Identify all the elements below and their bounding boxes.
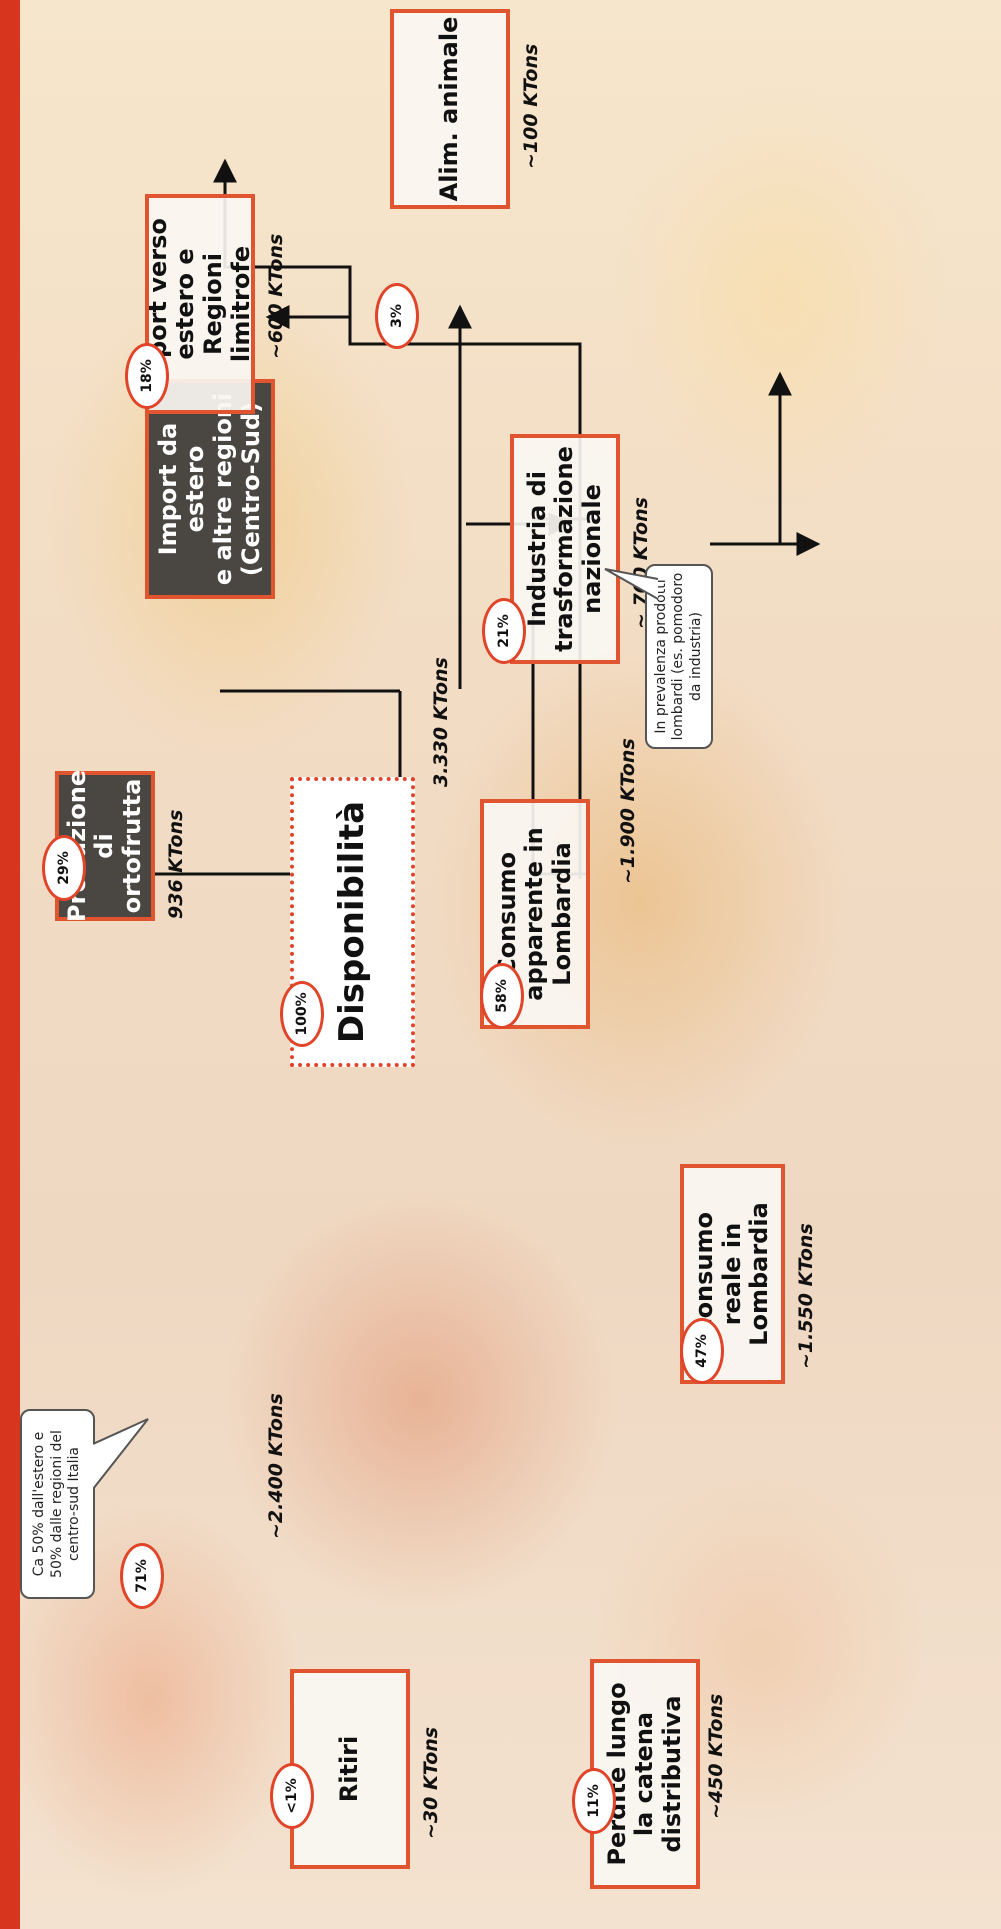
note-import: Ca 50% dall'estero e 50% dalle regioni d…: [20, 1409, 95, 1599]
qty-ritiri: ~30 KTons: [420, 1726, 442, 1839]
node-alim-label: Alim. animale: [435, 16, 464, 202]
qty-consumo-apparente: ~1.900 KTons: [617, 738, 639, 884]
node-ritiri-label: Ritiri: [335, 1735, 364, 1803]
node-industria-label: Industria di trasformazione nazionale: [522, 446, 606, 652]
note-industria-tail: [604, 568, 659, 600]
qty-export: ~600 KTons: [265, 233, 287, 359]
qty-perdite: ~450 KTons: [705, 1693, 727, 1819]
red-edge-strip: [0, 0, 20, 1929]
pct-perdite: 11%: [572, 1768, 616, 1834]
qty-alim: ~100 KTons: [520, 43, 542, 169]
pct-produzione: 29%: [42, 835, 86, 901]
qty-produzione: 936 KTons: [165, 809, 187, 919]
node-alim: Alim. animale: [390, 9, 510, 209]
pct-consumo-reale: 47%: [680, 1318, 724, 1384]
node-ritiri: Ritiri: [290, 1669, 410, 1869]
qty-import: ~2.400 KTons: [265, 1393, 287, 1539]
pct-industria: 21%: [482, 598, 526, 664]
pct-consumo-apparente: 58%: [480, 963, 524, 1029]
node-perdite-label: Perdite lungo la catena distributiva: [602, 1682, 686, 1866]
pct-ritiri: <1%: [270, 1763, 314, 1829]
qty-consumo-reale: ~1.550 KTons: [795, 1223, 817, 1369]
node-disponibilita-label: Disponibilità: [331, 800, 372, 1044]
qty-disponibilita: 3.330 KTons: [430, 657, 452, 787]
pct-disponibilita: 100%: [280, 981, 324, 1047]
node-import-label: Import da estero e altre regioni (Centro…: [153, 392, 265, 586]
pct-import: 71%: [120, 1543, 164, 1609]
pct-export: 18%: [125, 343, 169, 409]
pct-alim: 3%: [375, 283, 419, 349]
note-import-tail: [93, 1418, 149, 1490]
